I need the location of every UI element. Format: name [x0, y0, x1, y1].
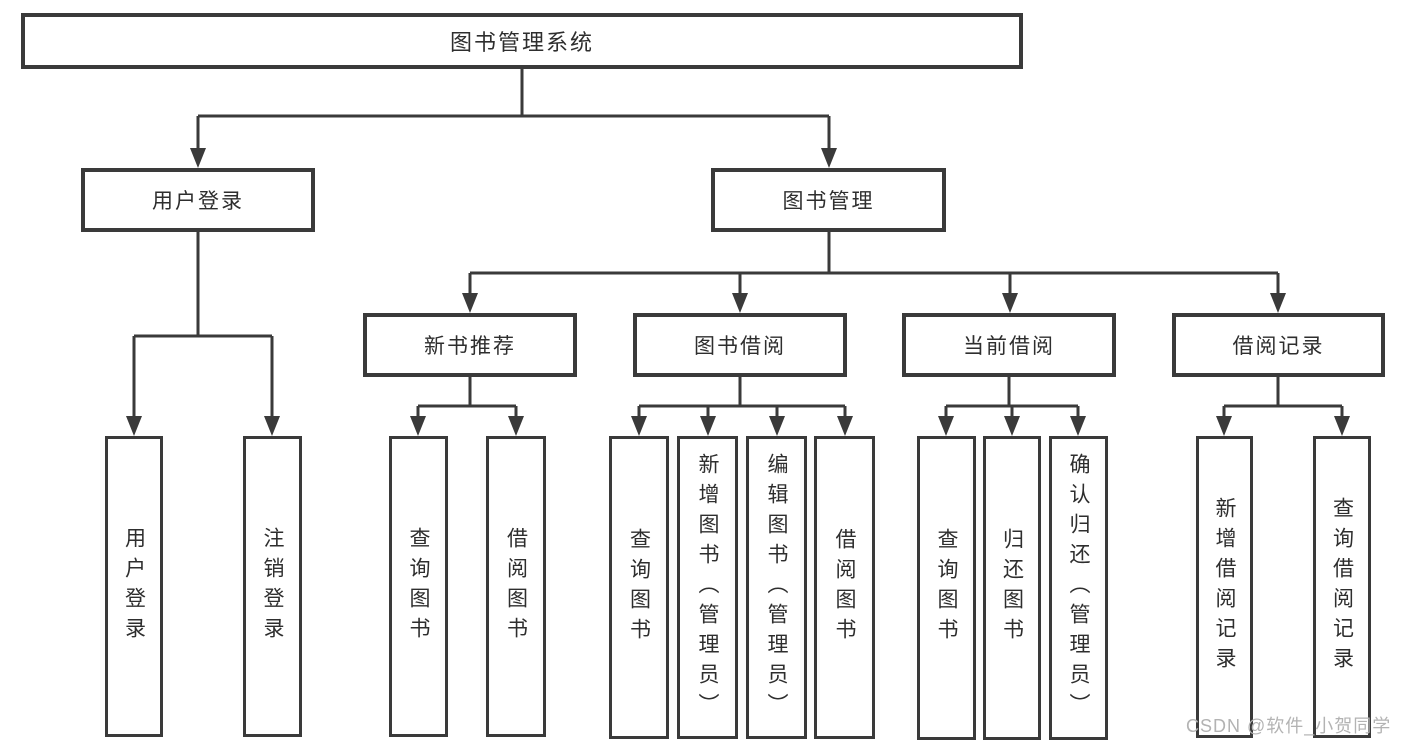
leaf-label: 查询图书: [407, 526, 431, 647]
node-label: 当前借阅: [963, 335, 1055, 358]
node-user-login: 用户登录: [81, 168, 315, 232]
leaf-query-books-current: 查询图书: [917, 436, 976, 740]
leaf-label: 借阅图书: [833, 527, 857, 648]
leaf-label: 确认归还（管理员）: [1067, 453, 1091, 723]
leaf-label: 查询图书: [935, 528, 959, 648]
leaf-confirm-return-admin: 确认归还（管理员）: [1049, 436, 1108, 740]
node-label: 图书管理系统: [449, 30, 594, 55]
leaf-label: 借阅图书: [504, 526, 528, 647]
leaf-label: 新增借阅记录: [1213, 497, 1237, 677]
node-book-management: 图书管理: [711, 168, 946, 232]
node-current-borrow: 当前借阅: [902, 313, 1116, 377]
leaf-user-login: 用户登录: [105, 436, 163, 737]
node-label: 借阅记录: [1232, 335, 1325, 358]
leaf-logout: 注销登录: [243, 436, 302, 737]
node-new-book-recommend: 新书推荐: [363, 313, 577, 377]
leaf-query-books-borrow: 查询图书: [609, 436, 669, 739]
node-book-management-system: 图书管理系统: [21, 13, 1023, 69]
leaf-borrow-books: 借阅图书: [814, 436, 875, 739]
leaf-borrow-books-recommend: 借阅图书: [486, 436, 546, 737]
node-label: 图书管理: [782, 190, 875, 213]
node-label: 图书借阅: [694, 335, 786, 358]
leaf-query-books-recommend: 查询图书: [389, 436, 448, 737]
node-borrow-record: 借阅记录: [1172, 313, 1385, 377]
leaf-label: 注销登录: [261, 526, 285, 647]
leaf-add-books-admin: 新增图书（管理员）: [677, 436, 738, 739]
node-label: 用户登录: [152, 190, 244, 213]
leaf-label: 查询借阅记录: [1330, 497, 1354, 677]
leaf-add-borrow-record: 新增借阅记录: [1196, 436, 1253, 738]
leaf-label: 新增图书（管理员）: [696, 452, 720, 723]
leaf-label: 归还图书: [1000, 528, 1024, 648]
leaf-label: 查询图书: [627, 527, 651, 648]
node-book-borrow: 图书借阅: [633, 313, 847, 377]
leaf-label: 编辑图书（管理员）: [765, 452, 789, 723]
leaf-return-books: 归还图书: [983, 436, 1041, 740]
leaf-query-borrow-record: 查询借阅记录: [1313, 436, 1371, 738]
node-label: 新书推荐: [424, 335, 516, 358]
leaf-edit-books-admin: 编辑图书（管理员）: [746, 436, 807, 739]
leaf-label: 用户登录: [122, 526, 146, 647]
csdn-watermark: CSDN @软件_小贺同学: [1186, 716, 1392, 736]
